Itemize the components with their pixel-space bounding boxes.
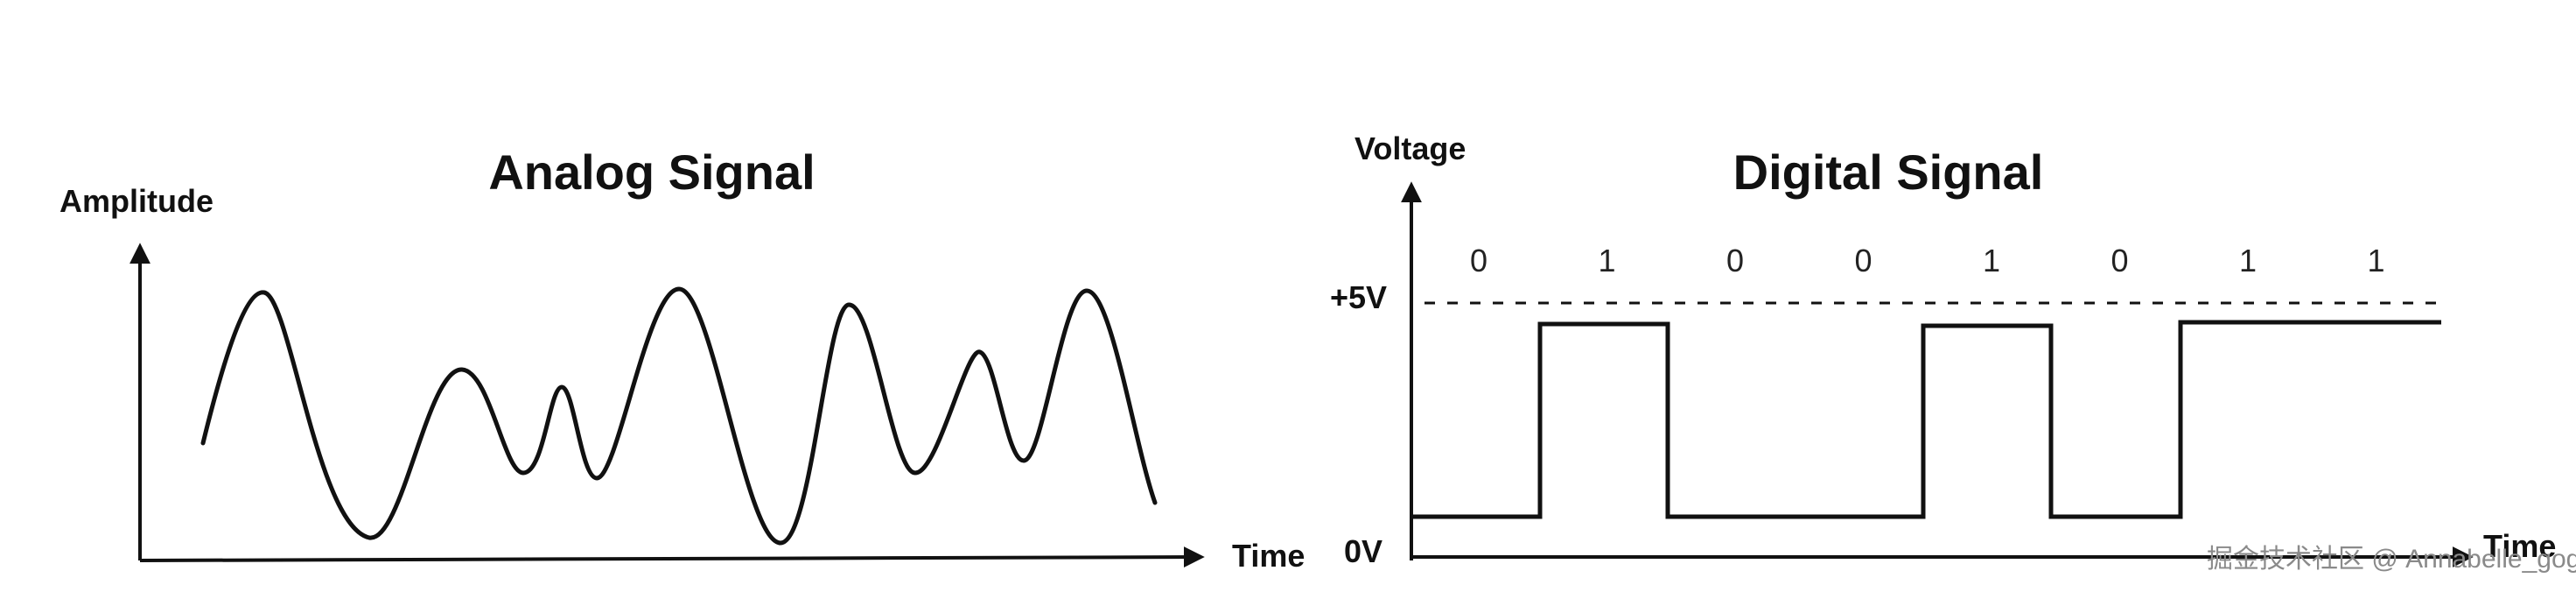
watermark-text: 掘金技术社区 @ Annabelle_gogogo — [2207, 545, 2576, 574]
analog-x-axis-label: Time — [1232, 538, 1305, 574]
bit-label: 0 — [1726, 243, 1744, 278]
analog-title: Analog Signal — [488, 144, 815, 200]
analog-x-axis — [139, 546, 1205, 568]
bit-label: 0 — [1854, 243, 1872, 278]
digital-x-axis-label: Time — [2483, 528, 2556, 564]
digital-y-axis-label: Voltage — [1354, 130, 1466, 166]
digital-panel: Digital Signal Voltage Time +5V 0V 0 1 0 0 1… — [1330, 130, 2556, 569]
bit-label: 1 — [2239, 243, 2257, 278]
bit-label: 1 — [1598, 243, 1615, 278]
bit-label: 0 — [1470, 243, 1488, 278]
analog-y-axis-label: Amplitude — [60, 183, 214, 219]
bit-label: 0 — [2110, 243, 2128, 278]
bit-label: 1 — [1983, 243, 2000, 278]
digital-title: Digital Signal — [1733, 144, 2044, 200]
bit-label-row: 0 1 0 0 1 0 1 1 — [1470, 243, 2385, 278]
low-voltage-label: 0V — [1344, 533, 1382, 569]
digital-waveform — [1411, 320, 2441, 519]
analog-waveform — [200, 286, 1158, 546]
high-voltage-label: +5V — [1330, 279, 1387, 315]
bit-label: 1 — [2367, 243, 2384, 278]
analog-panel: Analog Signal Amplitude Time — [60, 144, 1305, 574]
